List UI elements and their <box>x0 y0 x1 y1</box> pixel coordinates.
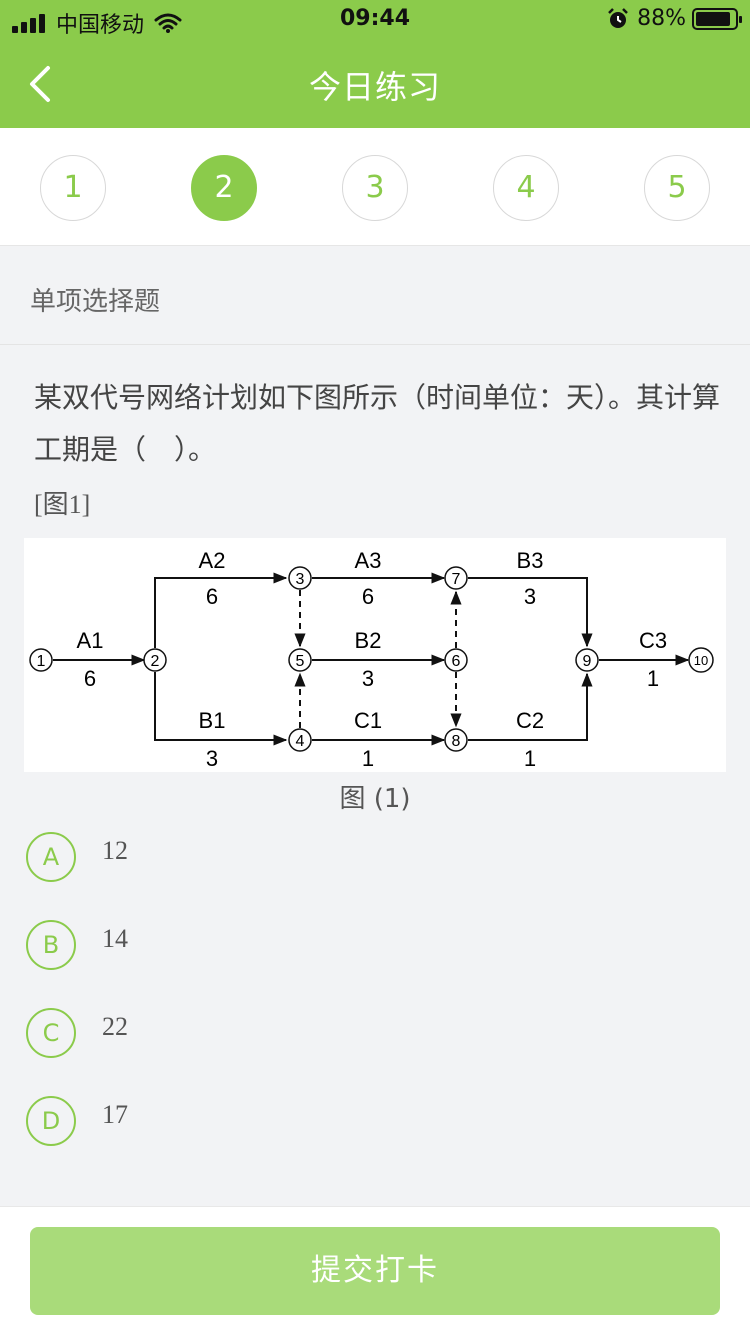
footer-bar: 提交打卡 <box>0 1206 750 1334</box>
node-3: 3 <box>288 566 312 590</box>
node-7: 7 <box>444 566 468 590</box>
activity-b3-name: B3 <box>517 548 544 573</box>
back-arrow-icon[interactable] <box>24 62 64 106</box>
option-d-text[interactable]: 17 <box>102 1100 128 1129</box>
activity-b1-duration: 3 <box>206 746 218 771</box>
activity-a2-duration: 6 <box>206 584 218 609</box>
node-9: 9 <box>575 648 599 672</box>
activity-a1-name: A1 <box>77 628 104 653</box>
status-left: 中国移动 <box>12 7 182 39</box>
option-d[interactable]: D 17 <box>26 1096 626 1146</box>
node-6: 6 <box>444 648 468 672</box>
activity-c2-duration: 1 <box>524 746 536 771</box>
activity-b2-duration: 3 <box>362 666 374 691</box>
activity-a1-duration: 6 <box>84 666 96 691</box>
option-a-text[interactable]: 12 <box>102 836 128 865</box>
question-number-1[interactable]: 1 <box>40 155 106 221</box>
question-text: 某双代号网络计划如下图所示（时间单位：天）。其计算工期是（ ）。 <box>34 381 721 466</box>
activity-b1-name: B1 <box>199 708 226 733</box>
activity-c1-name: C1 <box>354 708 382 733</box>
activity-c2-name: C2 <box>516 708 544 733</box>
arrow-2-4 <box>154 672 288 746</box>
signal-icon <box>12 13 48 33</box>
node-1: 1 <box>29 648 53 672</box>
arrow-8-9 <box>468 672 593 741</box>
activity-c3-name: C3 <box>639 628 667 653</box>
option-a[interactable]: A 12 <box>26 832 626 882</box>
page-title: 今日练习 <box>308 68 441 106</box>
svg-text:9: 9 <box>583 653 592 670</box>
question-number-3[interactable]: 3 <box>342 155 408 221</box>
option-b-text[interactable]: 14 <box>102 924 128 953</box>
option-b-letter[interactable]: B <box>26 920 76 970</box>
activity-c3-duration: 1 <box>647 666 659 691</box>
battery-percent: 88% <box>637 6 686 31</box>
network-diagram: 1 2 3 4 5 6 7 8 9 10 A1 6 A2 6 A3 6 B1 3… <box>24 538 726 772</box>
activity-a2-name: A2 <box>199 548 226 573</box>
svg-text:6: 6 <box>452 653 461 670</box>
figure-caption: 图 (1) <box>339 784 411 814</box>
activity-a3-duration: 6 <box>362 584 374 609</box>
question-type-bar: 单项选择题 <box>0 247 750 345</box>
arrow-7-9 <box>468 577 593 648</box>
alarm-icon <box>608 7 628 28</box>
question-number-4[interactable]: 4 <box>493 155 559 221</box>
question-number-nav: 1 2 3 4 5 <box>0 128 750 246</box>
question-number-5[interactable]: 5 <box>644 155 710 221</box>
wifi-icon <box>154 13 182 33</box>
option-c[interactable]: C 22 <box>26 1008 626 1058</box>
svg-text:5: 5 <box>296 653 305 670</box>
status-bar: 中国移动 09:44 88% <box>0 0 750 40</box>
carrier-name: 中国移动 <box>56 13 145 38</box>
option-d-letter[interactable]: D <box>26 1096 76 1146</box>
svg-text:10: 10 <box>694 653 708 668</box>
option-c-text[interactable]: 22 <box>102 1012 128 1041</box>
svg-text:1: 1 <box>37 653 46 670</box>
status-right: 88% <box>607 6 742 31</box>
svg-text:4: 4 <box>296 733 305 750</box>
node-10: 10 <box>688 647 714 673</box>
svg-text:8: 8 <box>452 733 461 750</box>
activity-b3-duration: 3 <box>524 584 536 609</box>
svg-text:7: 7 <box>452 571 461 588</box>
app-header: 中国移动 09:44 88% 今日练习 <box>0 0 750 128</box>
activity-a3-name: A3 <box>355 548 382 573</box>
status-time: 09:44 <box>339 6 411 31</box>
option-c-letter[interactable]: C <box>26 1008 76 1058</box>
option-a-letter[interactable]: A <box>26 832 76 882</box>
question-number-2[interactable]: 2 <box>191 155 257 221</box>
option-b[interactable]: B 14 <box>26 920 626 970</box>
figure-reference: [图1] <box>34 490 91 519</box>
arrow-2-3 <box>154 572 288 648</box>
node-2: 2 <box>143 648 167 672</box>
node-5: 5 <box>288 648 312 672</box>
node-4: 4 <box>288 728 312 752</box>
node-8: 8 <box>444 728 468 752</box>
svg-text:2: 2 <box>151 653 160 670</box>
battery-icon <box>692 7 742 30</box>
activity-b2-name: B2 <box>355 628 382 653</box>
submit-checkin-button[interactable]: 提交打卡 <box>30 1227 720 1315</box>
svg-text:3: 3 <box>296 571 305 588</box>
activity-c1-duration: 1 <box>362 746 374 771</box>
question-type-label: 单项选择题 <box>30 287 161 317</box>
